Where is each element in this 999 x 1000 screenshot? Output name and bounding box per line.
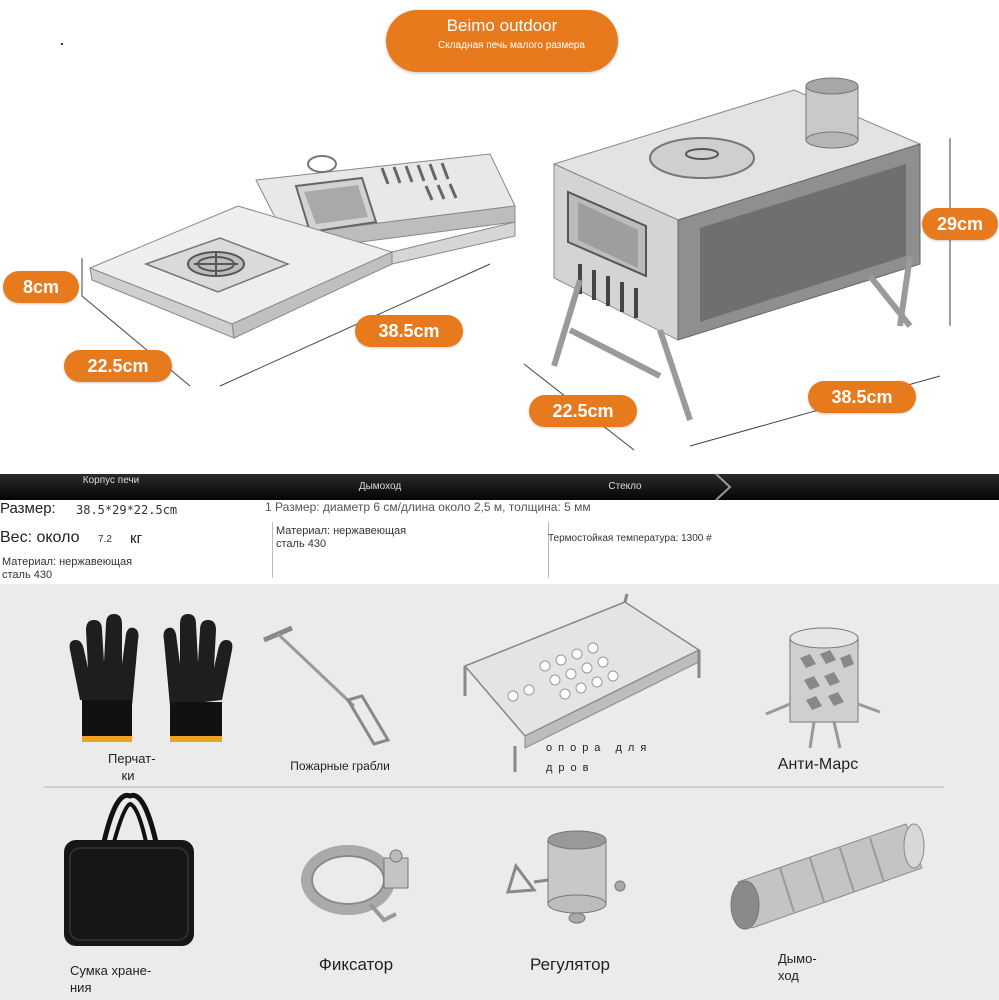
- spark-arrester-image: [765, 627, 881, 749]
- spec-size-value: 38.5*29*22.5cm: [76, 503, 178, 517]
- folded-stove-image: [81, 153, 516, 387]
- fire-rake-image: [263, 625, 391, 746]
- spec-divider: [548, 522, 549, 578]
- brand-badge: Beimo outdoor Складная печь малого разме…: [386, 10, 618, 72]
- assembled-stove-image: [523, 77, 951, 451]
- panel-corner-decoration: [700, 540, 999, 584]
- spec-body-material: Материал: нержавеющая сталь 430: [2, 556, 133, 581]
- chimney-pipe-label: Дымо-ход: [778, 951, 817, 983]
- spec-glass-temp: Термостойкая температура: 1300 #: [548, 533, 712, 544]
- storage-bag-label: Сумка хране-ния: [70, 963, 152, 995]
- spec-header-chimney: Дымоход: [358, 481, 402, 492]
- regulator-label: Регулятор: [529, 955, 610, 974]
- decorative-dot: [61, 43, 63, 45]
- spec-header-bar: Корпус печи Дымоход Стекло: [0, 473, 999, 501]
- spec-size-label: Размер:: [0, 500, 56, 517]
- assembled-depth-label: 22.5cm: [529, 395, 637, 427]
- spec-header-body: Корпус печи: [82, 475, 140, 486]
- log-grate-image: [463, 593, 701, 772]
- folded-length-label: 38.5cm: [355, 315, 463, 347]
- brand-title: Beimo outdoor: [446, 16, 558, 35]
- storage-bag-image: [64, 792, 194, 946]
- spec-weight-label: Вес: около: [0, 529, 80, 546]
- gloves-label: Перчат-ки: [108, 751, 156, 783]
- chimney-pipe-image: [730, 823, 925, 930]
- spec-header-glass: Стекло: [608, 481, 642, 492]
- spark-arrester-label: Анти-Марс: [777, 756, 859, 773]
- log-grate-label: опора для дров: [546, 742, 653, 774]
- clamp-label: Фиксатор: [318, 955, 394, 974]
- regulator-image: [505, 830, 626, 924]
- spec-weight-unit: кг: [130, 530, 143, 547]
- gloves-image: [69, 614, 233, 742]
- assembled-length-label: 38.5cm: [808, 381, 916, 413]
- folded-depth-label: 22.5cm: [64, 350, 172, 382]
- bar-chevron-decoration: [715, 473, 732, 501]
- assembled-height-label: 29cm: [922, 208, 998, 240]
- fire-rake-label: Пожарные грабли: [290, 759, 390, 773]
- spec-weight-value: 7.2: [98, 534, 112, 545]
- folded-height-label: 8cm: [3, 271, 79, 303]
- accessories-divider: [44, 786, 944, 788]
- spec-chimney-size: 1 Размер: диаметр 6 см/длина около 2,5 м…: [265, 500, 591, 514]
- brand-subtitle: Складная печь малого размера: [438, 40, 585, 51]
- spec-divider: [272, 522, 273, 578]
- spec-chimney-material: Материал: нержавеющая сталь 430: [276, 525, 407, 550]
- clamp-image: [301, 845, 409, 923]
